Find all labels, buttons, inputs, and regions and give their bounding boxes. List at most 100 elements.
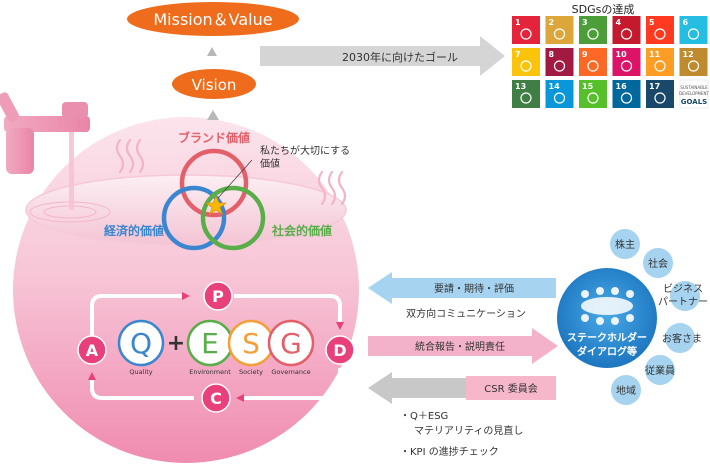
sdg-goal-1: 1 xyxy=(512,16,540,44)
sdg-goal-9: 9 xyxy=(579,48,607,76)
region-bubble: 地域 xyxy=(611,375,641,405)
svg-text:DEVELOPMENT: DEVELOPMENT xyxy=(679,91,709,96)
svg-text:Environment: Environment xyxy=(189,368,231,376)
svg-text:3: 3 xyxy=(582,18,588,27)
svg-text:Q: Q xyxy=(130,327,152,360)
csr-committee-label: CSR 委員会 xyxy=(484,382,537,395)
social-value-label: 社会的価値 xyxy=(271,223,332,238)
up-arrow-vision xyxy=(207,47,217,56)
sdg-goal-3: 3 xyxy=(579,16,607,44)
sdg-goal-icon xyxy=(587,60,599,72)
vision-label: Vision xyxy=(192,76,237,94)
sdg-goal-icon xyxy=(520,92,532,104)
business-partner-bubble: ビジネス パートナー xyxy=(658,281,708,311)
svg-text:D: D xyxy=(333,341,346,360)
svg-text:A: A xyxy=(86,341,99,360)
sdg-goal-15: 15 xyxy=(579,80,607,108)
sdg-goal-icon xyxy=(687,28,700,40)
svg-text:12: 12 xyxy=(683,50,694,59)
svg-text:5: 5 xyxy=(649,18,655,27)
sdg-goal-icon xyxy=(553,28,566,40)
a-node: A xyxy=(77,335,107,365)
people-icon xyxy=(581,287,634,325)
svg-text:15: 15 xyxy=(582,82,594,91)
shareholders-bubble: 株主 xyxy=(610,229,640,259)
svg-text:14: 14 xyxy=(549,82,561,91)
sdg-goal-10: 10 xyxy=(612,48,641,76)
plus-sign: + xyxy=(167,331,185,356)
sdg-goal-icon xyxy=(587,28,599,40)
svg-text:地域: 地域 xyxy=(616,384,636,397)
up-arrow-values xyxy=(207,110,219,120)
customers-bubble: お客さま xyxy=(662,323,702,353)
vision-badge xyxy=(172,69,256,99)
requests-arrow xyxy=(368,272,556,304)
employees-bubble: 従業員 xyxy=(645,355,675,385)
svg-text:11: 11 xyxy=(649,50,661,59)
svg-text:6: 6 xyxy=(683,18,689,27)
mission-value-label: Mission＆Value xyxy=(153,10,272,29)
svg-text:13: 13 xyxy=(515,82,526,91)
sdg-goal-icon xyxy=(620,92,633,104)
important-value-line2: 価値 xyxy=(260,157,280,170)
meeting-table-icon xyxy=(581,297,633,315)
steam-icon xyxy=(115,138,347,206)
svg-text:17: 17 xyxy=(649,82,660,91)
sdg-goal-16: 16 xyxy=(612,80,641,108)
brand-value-circle xyxy=(179,148,249,218)
svg-text:ビジネス: ビジネス xyxy=(663,283,703,295)
sdg-goal-icon xyxy=(654,60,666,72)
svg-text:S: S xyxy=(242,327,260,360)
svg-text:従業員: 従業員 xyxy=(645,364,675,377)
environment-circle: E Environment xyxy=(186,319,234,376)
csr-arrow xyxy=(368,372,466,404)
sdg-goal-icon xyxy=(654,28,666,40)
pdca-cycle xyxy=(88,292,344,402)
svg-text:Quality: Quality xyxy=(129,368,152,376)
sdg-goal-7: 7 xyxy=(512,48,540,76)
bullet-kpi: ・KPI の進捗チェック xyxy=(400,445,499,458)
sdg-goal-12: 12 xyxy=(679,48,708,76)
svg-text:GOALS: GOALS xyxy=(681,98,707,106)
sdg-logo: SUSTAINABLE DEVELOPMENT GOALS xyxy=(679,79,710,109)
svg-text:パートナー: パートナー xyxy=(658,296,708,308)
d-node: D xyxy=(325,335,355,365)
p-node: P xyxy=(203,281,233,311)
svg-text:4: 4 xyxy=(616,18,622,27)
quality-circle: Q Quality xyxy=(117,319,165,376)
sdgs-title: SDGsの達成 xyxy=(572,3,635,16)
report-arrow xyxy=(368,328,558,364)
sdg-goal-14: 14 xyxy=(545,80,574,108)
sdg-goal-13: 13 xyxy=(512,80,540,108)
sdg-goal-icon xyxy=(620,28,633,40)
c-node: C xyxy=(201,383,231,413)
society-bubble: 社会 xyxy=(643,248,673,278)
important-value-line1: 私たちが大切にする xyxy=(260,144,350,157)
svg-text:16: 16 xyxy=(616,82,628,91)
callout-line xyxy=(217,159,253,199)
svg-text:Governance: Governance xyxy=(271,368,310,376)
goal-2030-label: 2030年に向けたゴール xyxy=(342,50,458,64)
two-way-label: 双方向コミュニケーション xyxy=(406,307,526,320)
sdg-goal-icon xyxy=(687,60,700,72)
svg-text:SUSTAINABLE: SUSTAINABLE xyxy=(680,85,708,90)
social-value-circle xyxy=(200,185,266,251)
svg-text:社会: 社会 xyxy=(648,257,668,270)
sdg-goal-4: 4 xyxy=(612,16,641,44)
mission-value-badge xyxy=(127,2,299,36)
sdg-goal-icon xyxy=(553,92,566,104)
sdg-goal-icon xyxy=(620,60,633,72)
svg-text:株主: 株主 xyxy=(615,238,635,251)
svg-text:E: E xyxy=(201,327,219,360)
water-surface xyxy=(26,175,346,245)
sdg-goal-icon xyxy=(553,60,566,72)
stakeholder-dialogue: ステークホルダー ダイアログ等 xyxy=(557,268,657,368)
svg-text:C: C xyxy=(210,389,222,408)
svg-text:2: 2 xyxy=(549,18,555,27)
svg-text:お客さま: お客さま xyxy=(662,332,702,345)
sdg-goal-5: 5 xyxy=(646,16,674,44)
star-icon xyxy=(205,195,227,216)
sdg-goal-icon xyxy=(520,28,532,40)
